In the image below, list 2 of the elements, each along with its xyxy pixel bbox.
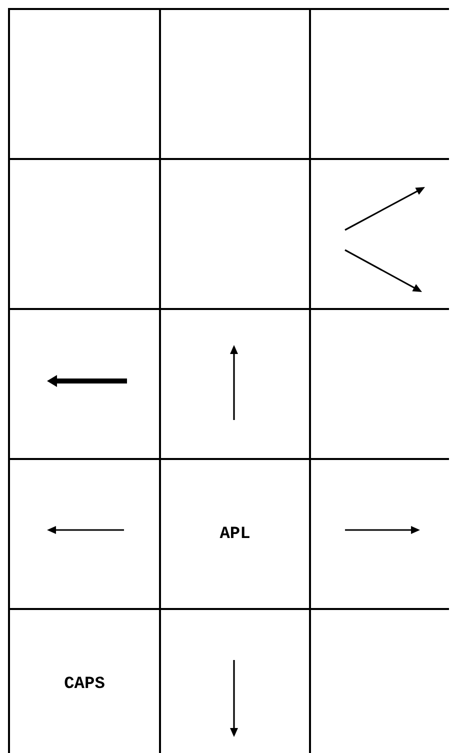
- key-label: CAPS: [64, 674, 105, 694]
- key-label: APL: [220, 524, 250, 544]
